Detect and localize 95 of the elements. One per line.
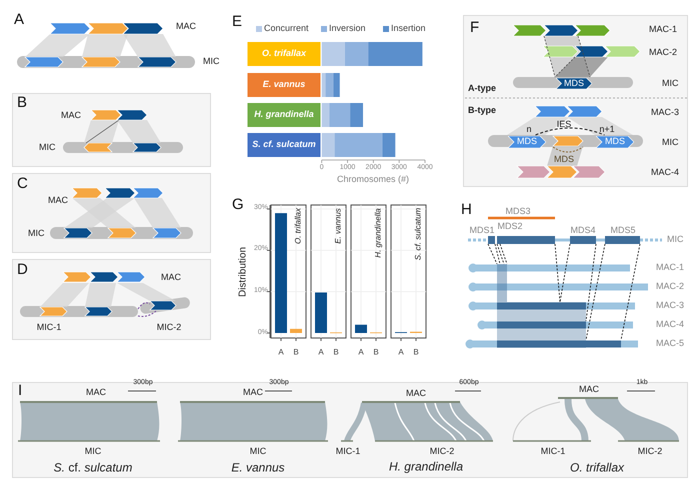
track-label: MAC-3 [651,108,680,118]
track-label: MIC-1 [540,447,566,457]
bar [334,133,382,157]
track-label: MIC [662,79,678,89]
panel-letter: H [461,202,472,218]
segment-label: MDS4 [570,226,596,236]
bar [322,133,335,157]
panel-letter: F [470,20,480,36]
axis-title: Chromosomes (#) [336,175,410,185]
category-label: O. trifallax [248,42,320,66]
track-label: MAC [86,388,106,398]
track-label: MIC-2 [156,323,182,333]
axis-tick-label: B [413,348,419,358]
legend-label: Inversion [329,24,366,34]
track-label: MAC [161,273,181,283]
track-label: MAC [48,196,68,206]
axis-tick-label: B [293,348,299,358]
segment-chevron [508,136,546,148]
legend-label: Insertion [391,24,426,34]
track-label: MIC [39,143,56,153]
segment-chevron [596,136,634,148]
track-label: MIC [662,138,678,148]
facet-label: S. cf. sulcatum [414,208,424,260]
axis-tick-label: A [278,348,284,358]
segment-label: MDS1 [470,226,494,236]
species-name: E. vannus [231,461,285,475]
panel-letter: G [232,196,244,214]
region-label: n [526,125,532,135]
track-label: MAC-5 [656,339,684,349]
facet-label: E. vannus [334,208,344,244]
track-label: MAC-4 [651,168,680,178]
bar [326,73,334,97]
track-label: MAC [406,389,426,399]
dashed-connector [535,128,605,136]
type-label: B-type [468,106,496,116]
axis-tick-label: B [373,348,379,358]
bar [322,42,345,66]
track-label: MAC-1 [656,263,684,273]
bar [344,42,368,66]
bar [333,73,340,97]
panel-letter: I [18,382,22,400]
axis-tick-label: A [358,348,364,358]
type-label: A-type [468,84,496,94]
category-label: E. vannus [248,73,320,97]
track-label: MAC [176,22,196,32]
species-name: H. grandinella [388,460,464,474]
track-label: MIC [84,447,102,457]
bar [382,133,396,157]
track-label: MAC [61,111,81,121]
axis-title: Distribution [238,246,248,298]
facet-label: H. grandinella [374,208,384,258]
track-label: MIC-1 [36,323,62,333]
species-name: O. trifallax [570,461,624,475]
bar [322,73,326,97]
track-label: MIC [28,229,44,239]
region-label: IES [556,120,572,130]
segment-label: MDS3 [506,207,530,217]
segment-label: MDS [564,78,584,88]
axis-tick-label: A [398,348,404,358]
track-label: MAC [243,388,263,398]
segment-label: MDS [554,155,574,165]
track-label: MAC-2 [649,48,678,58]
track-label: MIC-2 [430,447,454,457]
region-label: n+1 [599,125,615,135]
bar [329,103,350,127]
category-label: S. cf. sulcatum [248,133,320,157]
track-label: MIC-1 [336,447,360,457]
panel-letter: D [17,262,28,278]
track-label: MAC [579,385,599,395]
axis-tick-label: B [333,348,339,358]
bar [368,42,422,66]
legend-label: Concurrent [264,24,309,34]
bar [350,103,364,127]
panel-letter: E [232,14,242,30]
track-label: MIC-2 [638,447,662,457]
segment-label: MDS [605,137,625,147]
track-label: MAC-1 [649,25,678,35]
species-name: S. cf. sulcatum [54,461,132,475]
track-label: MIC [250,447,266,457]
track-label: MAC-3 [656,301,684,311]
panel-letter: B [17,94,28,112]
track-label: MIC [667,235,684,245]
panel-letter: A [14,12,24,28]
segment-chevron [556,78,592,89]
track-label: MAC-2 [656,282,684,292]
facet-label: O. trifallax [294,208,304,244]
segment-label: MDS5 [610,226,636,236]
track-label: MIC [203,57,220,67]
category-label: H. grandinella [248,103,320,127]
panel-letter: C [17,176,28,192]
axis-tick-label: A [318,348,324,358]
segment-label: MDS [517,137,537,147]
track-label: MAC-4 [656,320,684,330]
bar [322,103,330,127]
segment-label: MDS2 [498,222,522,232]
